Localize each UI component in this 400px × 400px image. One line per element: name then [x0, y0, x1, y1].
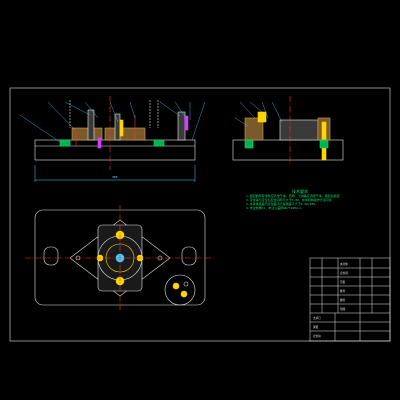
front-width-dimension-label: 300 [112, 175, 118, 179]
sheet-border [9, 87, 391, 342]
title-block [309, 257, 391, 342]
svg-text:定位销: 定位销 [340, 271, 348, 275]
svg-text:压板: 压板 [340, 280, 346, 284]
slot-left [43, 246, 59, 266]
top-view [25, 205, 215, 310]
front-base-plate [34, 139, 196, 161]
svg-text:支承钉: 支承钉 [313, 316, 321, 320]
front-clamp-left [87, 109, 95, 141]
note-line: 3.夹具体底面与定位面平行度误差不大于0.02/100， [246, 202, 319, 206]
note-line: 4.未注倒角C1，未注公差按GB/T1804-m [246, 206, 302, 210]
technical-requirements-title: 技术要求 [292, 189, 308, 194]
svg-text:垫圈: 垫圈 [340, 307, 346, 311]
side-view [232, 96, 344, 165]
svg-text:螺母: 螺母 [340, 289, 346, 293]
front-view [34, 96, 196, 170]
balloon-leaders-side [234, 101, 283, 127]
technical-requirements-note: 技术要求 1.装配前所有零件应清洗干净，毛刺、飞边等应清除干净，装配后检查 2.… [246, 189, 386, 211]
note-line: 2.定位销与定位孔配合间隙不大于0.02，夹紧机构动作灵活可靠 [246, 198, 332, 202]
svg-text:弹簧: 弹簧 [313, 325, 319, 329]
detail-circle [164, 274, 196, 306]
balloon-leaders-front [19, 101, 206, 143]
front-view-dimension [34, 165, 196, 182]
slot-right [181, 246, 197, 266]
front-clamp-bolt [114, 113, 121, 141]
front-section-hatch [71, 127, 103, 141]
svg-text:定位块: 定位块 [313, 334, 321, 338]
svg-text:螺栓: 螺栓 [340, 298, 346, 302]
front-clamp-right [177, 111, 186, 141]
note-line: 1.装配前所有零件应清洗干净，毛刺、飞边等应清除干净，装配后检查 [246, 194, 340, 198]
title-block-rows: 夹具体 定位销 压板 螺母 螺栓 垫圈 支承钉 弹簧 定位块 [313, 262, 348, 338]
svg-text:夹具体: 夹具体 [340, 262, 348, 266]
